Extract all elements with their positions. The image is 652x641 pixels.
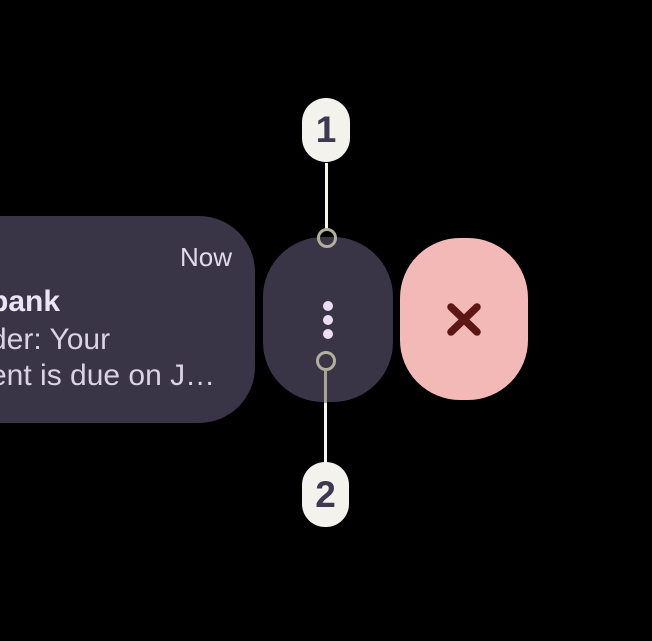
annotation-connector-1 <box>325 163 328 229</box>
annotation-badge-2: 2 <box>302 462 349 527</box>
close-x-icon <box>447 302 481 336</box>
more-options-button[interactable] <box>263 237 393 402</box>
ellipsis-dot <box>323 300 333 311</box>
annotation-connector-2 <box>324 370 327 404</box>
notification-body-line: der: Your <box>0 323 111 356</box>
annotation-connector-2 <box>324 403 327 462</box>
notification-text: bank der: Your ent is due on J… <box>0 282 215 394</box>
dismiss-button[interactable] <box>400 238 528 400</box>
notification-card[interactable]: Now bank der: Your ent is due on J… <box>0 216 255 423</box>
annotation-ring-top <box>317 228 337 248</box>
ellipsis-dot <box>323 328 333 339</box>
notification-timestamp: Now <box>179 242 232 272</box>
vertical-ellipsis-icon <box>323 300 333 339</box>
annotation-ring-bottom <box>316 351 336 371</box>
notification-title: bank <box>0 285 61 318</box>
annotation-badge-1: 1 <box>302 98 350 162</box>
notification-body-line: ent is due on J… <box>0 359 216 392</box>
ellipsis-dot <box>323 314 333 325</box>
